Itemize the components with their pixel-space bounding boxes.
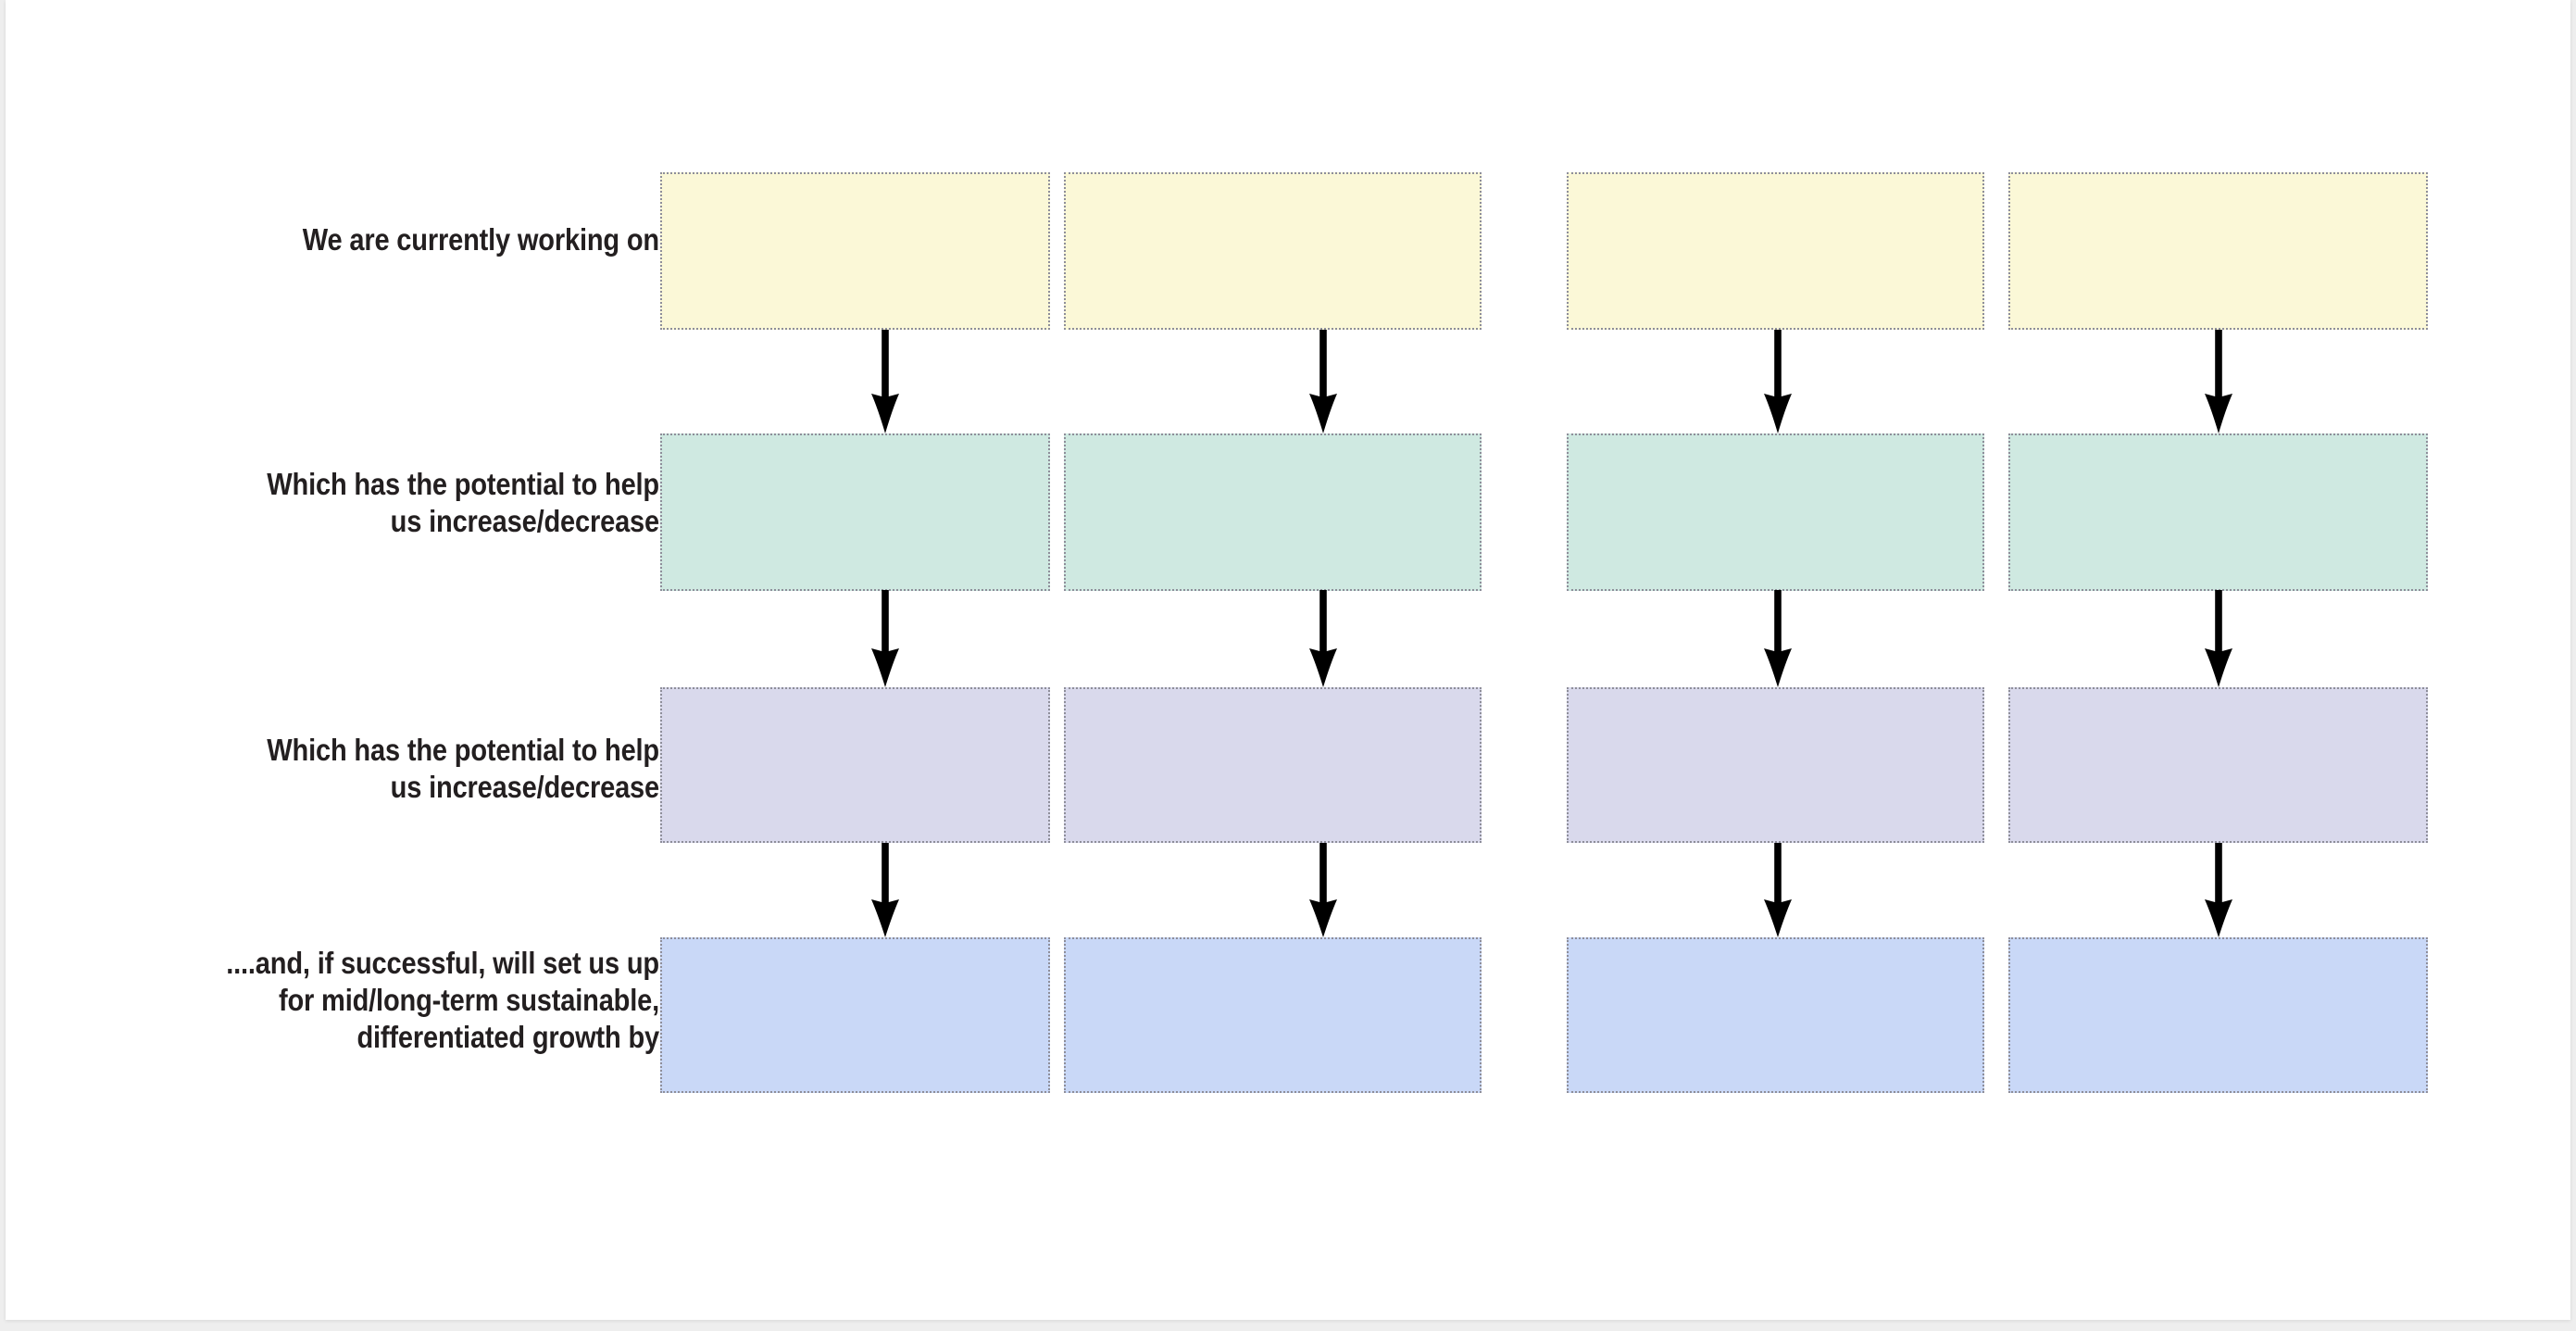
arrow-down-r2-c2 bbox=[1306, 590, 1341, 688]
cell-box-r3-c3[interactable] bbox=[1567, 687, 1984, 843]
cell-box-r4-c1[interactable] bbox=[660, 937, 1050, 1093]
row-label-we-are-currently-working-on: We are currently working on bbox=[302, 222, 659, 257]
cell-box-r3-c2[interactable] bbox=[1064, 687, 1482, 843]
cell-box-r2-c4[interactable] bbox=[2008, 433, 2428, 591]
row-label-potential-increase-decrease-1: Which has the potential to help us incre… bbox=[267, 467, 659, 538]
row-label-potential-increase-decrease-2: Which has the potential to help us incre… bbox=[267, 733, 659, 804]
cell-box-r1-c1[interactable] bbox=[660, 172, 1050, 330]
cell-box-r2-c2[interactable] bbox=[1064, 433, 1482, 591]
arrow-down-r3-c4 bbox=[2201, 843, 2236, 938]
arrow-down-r2-c1 bbox=[868, 590, 903, 688]
cell-box-r1-c4[interactable] bbox=[2008, 172, 2428, 330]
arrow-down-r1-c4 bbox=[2201, 330, 2236, 434]
arrow-down-r3-c1 bbox=[868, 843, 903, 938]
arrow-down-r2-c3 bbox=[1760, 590, 1795, 688]
arrow-down-r3-c2 bbox=[1306, 843, 1341, 938]
cell-box-r4-c4[interactable] bbox=[2008, 937, 2428, 1093]
cell-box-r2-c3[interactable] bbox=[1567, 433, 1984, 591]
row-label-sustainable-differentiated-growth: ....and, if successful, will set us up f… bbox=[226, 946, 659, 1054]
cell-box-r4-c2[interactable] bbox=[1064, 937, 1482, 1093]
cell-box-r1-c2[interactable] bbox=[1064, 172, 1482, 330]
arrow-down-r1-c2 bbox=[1306, 330, 1341, 434]
cell-box-r3-c1[interactable] bbox=[660, 687, 1050, 843]
arrow-down-r1-c3 bbox=[1760, 330, 1795, 434]
arrow-down-r3-c3 bbox=[1760, 843, 1795, 938]
cell-box-r4-c3[interactable] bbox=[1567, 937, 1984, 1093]
cell-box-r3-c4[interactable] bbox=[2008, 687, 2428, 843]
slide-canvas: We are currently working on Which has th… bbox=[6, 0, 2570, 1320]
arrow-down-r2-c4 bbox=[2201, 590, 2236, 688]
cell-box-r2-c1[interactable] bbox=[660, 433, 1050, 591]
cell-box-r1-c3[interactable] bbox=[1567, 172, 1984, 330]
arrow-down-r1-c1 bbox=[868, 330, 903, 434]
